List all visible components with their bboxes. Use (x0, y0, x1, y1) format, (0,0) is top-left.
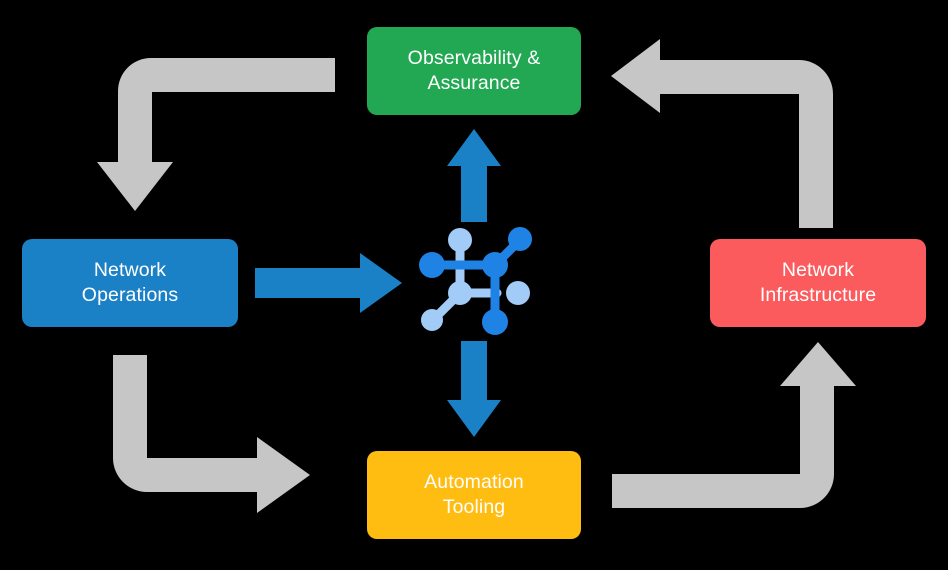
arrow-automation-to-infrastructure (612, 342, 856, 508)
node-network-infrastructure[interactable]: Network Infrastructure (710, 239, 926, 327)
node-automation-tooling-label: Automation Tooling (424, 470, 524, 518)
node-observability-assurance[interactable]: Observability & Assurance (367, 27, 581, 115)
arrow-ops-to-center (255, 253, 402, 313)
arrow-infrastructure-to-observability (611, 39, 833, 228)
network-topology-icon (419, 227, 532, 335)
node-network-operations[interactable]: Network Operations (22, 239, 238, 327)
node-network-infrastructure-label: Network Infrastructure (759, 258, 877, 306)
arrow-ops-to-automation (113, 355, 310, 513)
node-automation-tooling[interactable]: Automation Tooling (367, 451, 581, 539)
arrow-center-to-automation (447, 341, 501, 437)
arrow-observability-to-ops (97, 58, 335, 211)
node-network-operations-label: Network Operations (81, 258, 179, 306)
node-observability-label: Observability & Assurance (407, 46, 541, 94)
arrow-center-to-observability (447, 129, 501, 222)
